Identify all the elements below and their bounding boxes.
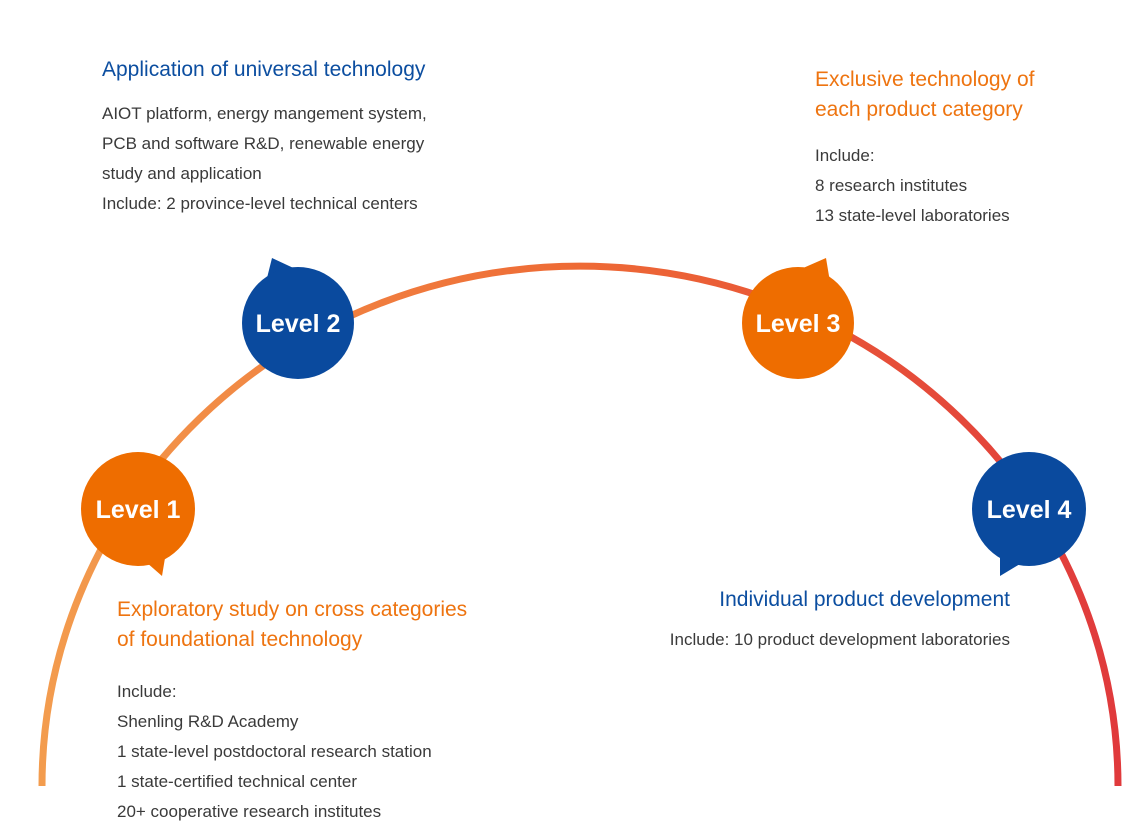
level-4-description: Individual product development Include: … [530, 585, 1010, 655]
level-4-details: Include: 10 product development laborato… [530, 625, 1010, 655]
level-1-detail-line: 20+ cooperative research institutes [117, 802, 382, 821]
level-1-badge-label: Level 1 [96, 496, 181, 524]
level-1-heading-line: of foundational technology [117, 628, 363, 651]
level-3-description: Exclusive technology of each product cat… [815, 65, 1115, 231]
level-4-heading-line: Individual product development [719, 588, 1010, 611]
level-1-detail-line: 1 state-certified technical center [117, 772, 358, 791]
level-3-badge-label: Level 3 [756, 310, 841, 338]
level-2-badge: Level 2 [242, 258, 354, 379]
level-3-heading-line: each product category [815, 98, 1023, 121]
level-1-heading: Exploratory study on cross categories of… [117, 595, 537, 655]
level-1-badge: Level 1 [81, 452, 195, 576]
level-2-badge-label: Level 2 [256, 310, 341, 338]
level-2-heading: Application of universal technology [102, 55, 522, 85]
level-2-details: AIOT platform, energy mangement system, … [102, 99, 522, 219]
level-3-detail-line: 13 state-level laboratories [815, 206, 1010, 225]
level-4-detail-line: Include: 10 product development laborato… [669, 630, 1010, 649]
level-4-badge-label: Level 4 [987, 496, 1072, 524]
level-2-detail-line: PCB and software R&D, renewable energy [102, 134, 425, 153]
level-2-detail-line: study and application [102, 164, 262, 183]
level-3-badge-circle [742, 267, 854, 379]
level-1-heading-line: Exploratory study on cross categories [117, 598, 468, 621]
level-2-description: Application of universal technology AIOT… [102, 55, 522, 219]
level-1-badge-circle [81, 452, 195, 566]
level-2-heading-line: Application of universal technology [102, 58, 426, 81]
level-3-heading-line: Exclusive technology of [815, 68, 1035, 91]
level-4-heading: Individual product development [530, 585, 1010, 615]
level-1-detail-line: Include: [117, 682, 177, 701]
level-2-detail-line: AIOT platform, energy mangement system, [102, 104, 427, 123]
level-3-detail-line: 8 research institutes [815, 176, 968, 195]
level-4-badge: Level 4 [972, 452, 1086, 576]
level-2-badge-circle [242, 267, 354, 379]
level-1-details: Include: Shenling R&D Academy 1 state-le… [117, 677, 537, 827]
level-3-heading: Exclusive technology of each product cat… [815, 65, 1115, 125]
level-4-badge-circle [972, 452, 1086, 566]
level-1-description: Exploratory study on cross categories of… [117, 595, 537, 827]
level-1-detail-line: Shenling R&D Academy [117, 712, 299, 731]
level-3-detail-line: Include: [815, 146, 875, 165]
level-3-details: Include: 8 research institutes 13 state-… [815, 141, 1115, 231]
level-1-detail-line: 1 state-level postdoctoral research stat… [117, 742, 432, 761]
level-3-badge: Level 3 [742, 258, 854, 379]
level-2-detail-line: Include: 2 province-level technical cent… [102, 194, 418, 213]
